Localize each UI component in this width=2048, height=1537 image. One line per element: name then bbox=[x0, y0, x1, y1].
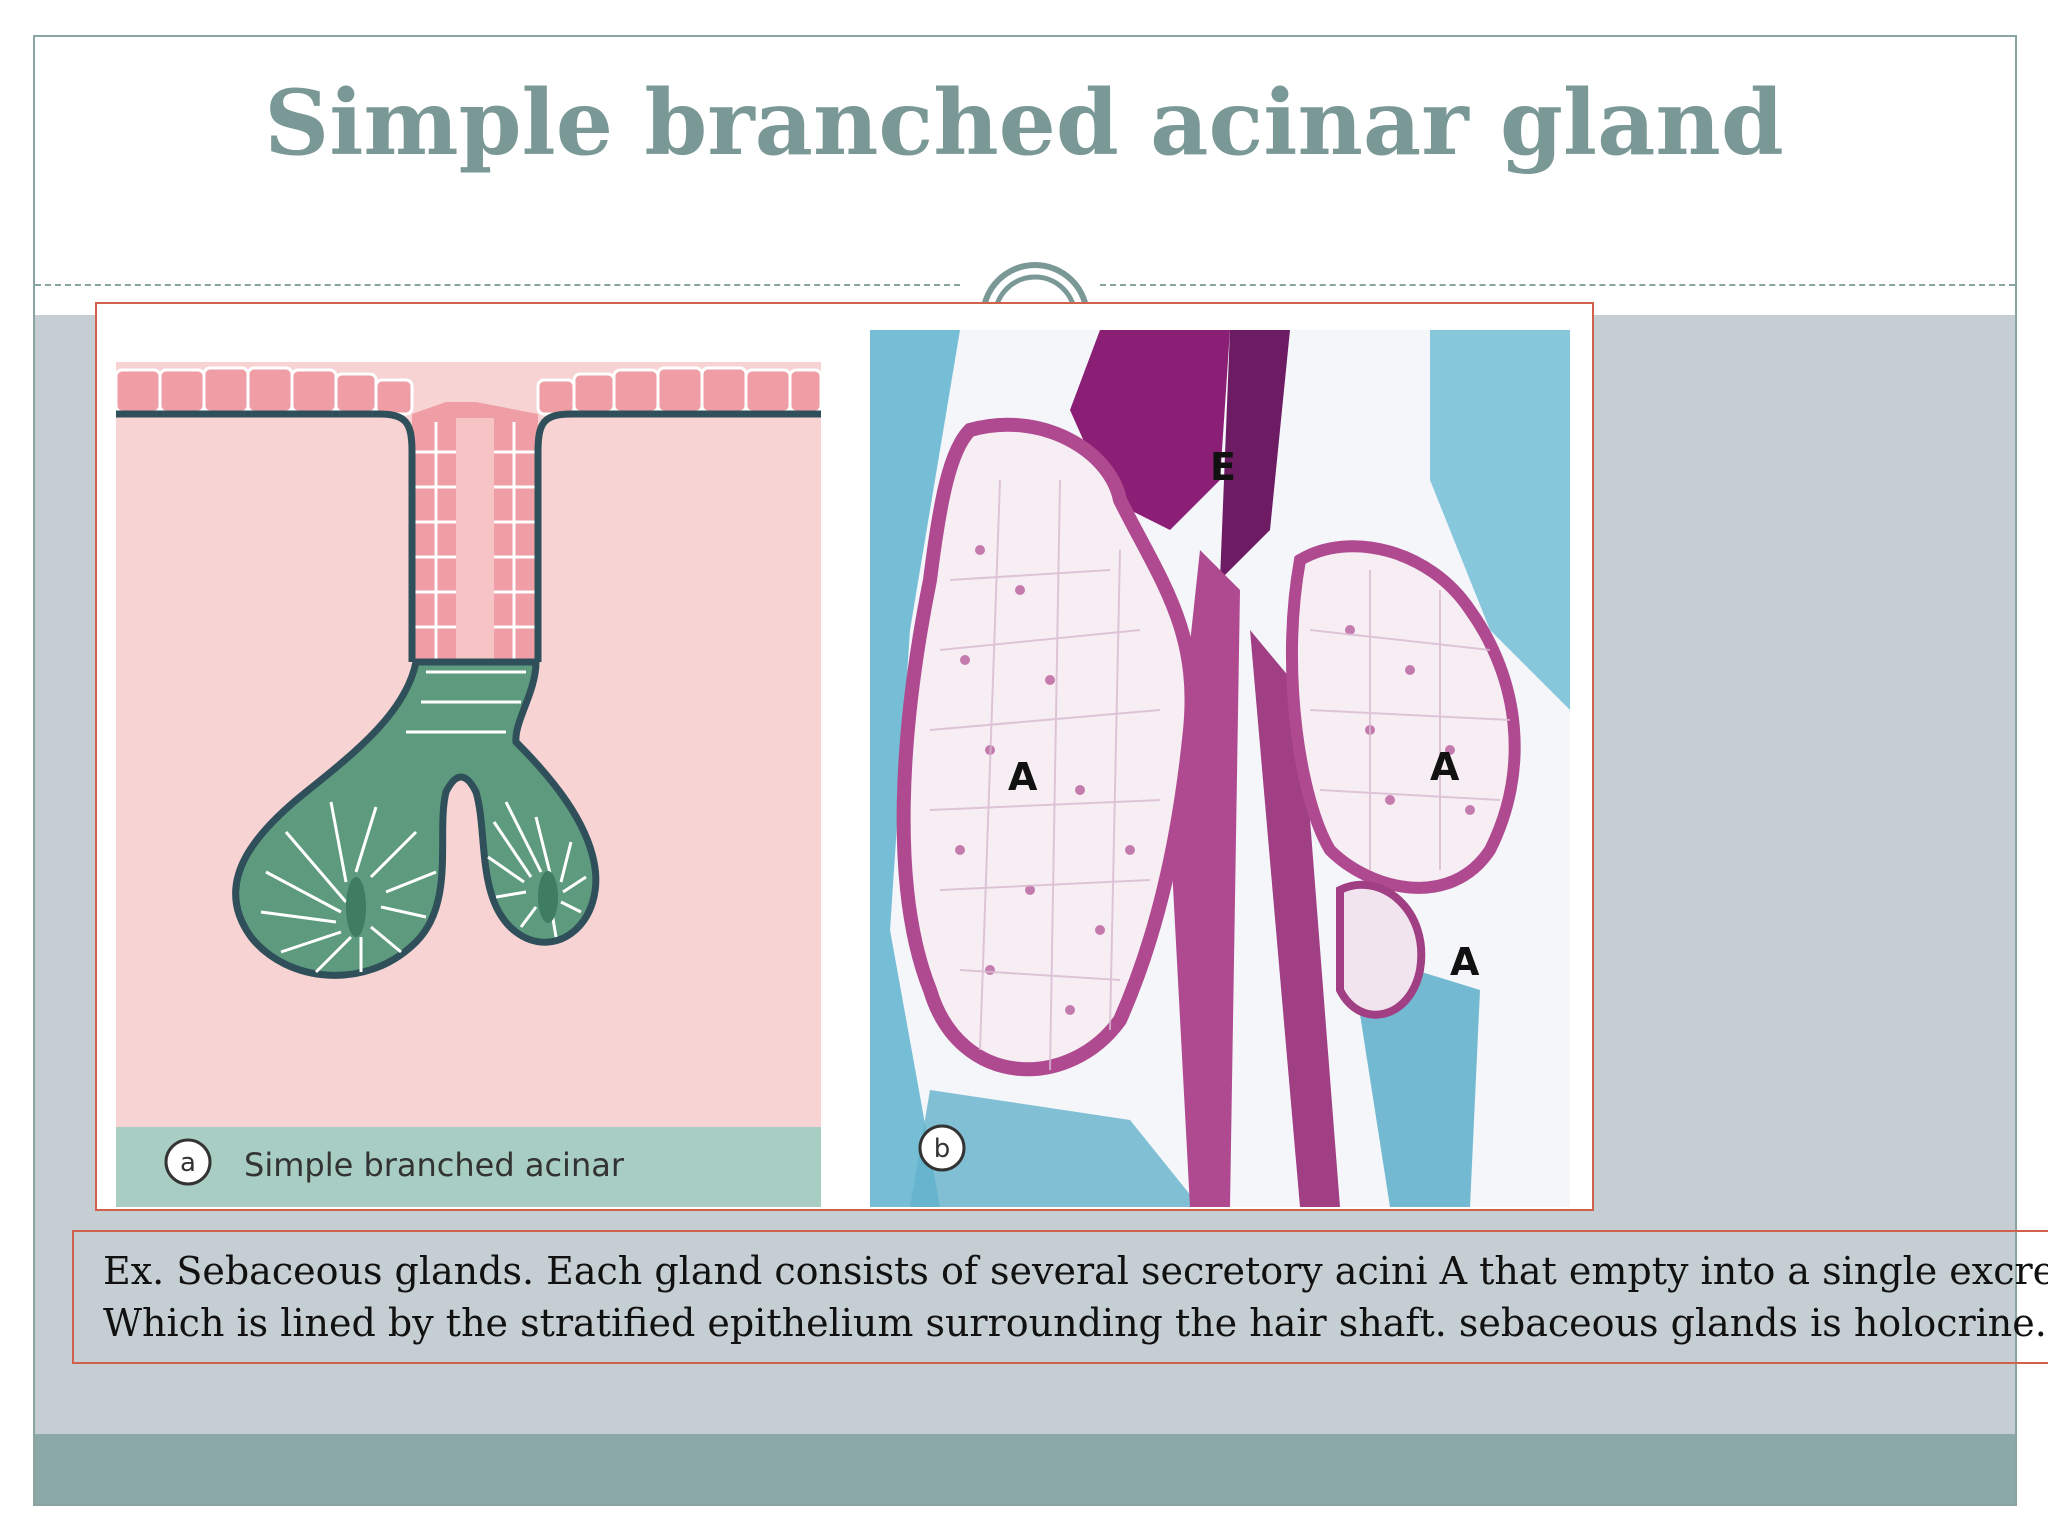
label-a-left: A bbox=[1008, 755, 1038, 799]
label-a-right: A bbox=[1430, 745, 1460, 789]
acinus-lumen-right bbox=[538, 871, 558, 923]
surface-epithelium bbox=[116, 366, 821, 416]
caption-line-1: Ex. Sebaceous glands. Each gland consist… bbox=[103, 1249, 2048, 1293]
caption-line-2: Which is lined by the stratified epithel… bbox=[103, 1301, 2047, 1345]
cell-borders bbox=[929, 479, 1511, 1071]
panel-a-label: Simple branched acinar bbox=[244, 1146, 625, 1184]
simple-branched-acinar-diagram: a Simple branched acinar bbox=[116, 362, 821, 1207]
acinar-cells bbox=[260, 670, 587, 974]
panel-a-marker-circle bbox=[164, 1138, 212, 1186]
label-e: E bbox=[1210, 445, 1236, 489]
panel-a-marker: a bbox=[180, 1148, 196, 1178]
secretory-acini bbox=[232, 658, 600, 979]
label-bar bbox=[116, 1127, 821, 1207]
acinus-lumen-left bbox=[346, 877, 366, 937]
duct-cells bbox=[412, 422, 538, 662]
cell-nuclei bbox=[955, 545, 1475, 1015]
panel-b-marker: b bbox=[934, 1134, 951, 1164]
title-divider-right bbox=[1100, 284, 2015, 286]
sebaceous-gland-micrograph: E A A A b bbox=[870, 330, 1570, 1207]
label-a-lower: A bbox=[1450, 940, 1480, 984]
panel-b-marker-circle bbox=[918, 1124, 966, 1172]
caption-text: Ex. Sebaceous glands. Each gland consist… bbox=[103, 1245, 2048, 1349]
slide-title: Simple branched acinar gland bbox=[264, 70, 1784, 176]
caption-frame bbox=[72, 1230, 2048, 1364]
title-divider-left bbox=[35, 284, 960, 286]
slide-footer-bar bbox=[35, 1434, 2015, 1504]
